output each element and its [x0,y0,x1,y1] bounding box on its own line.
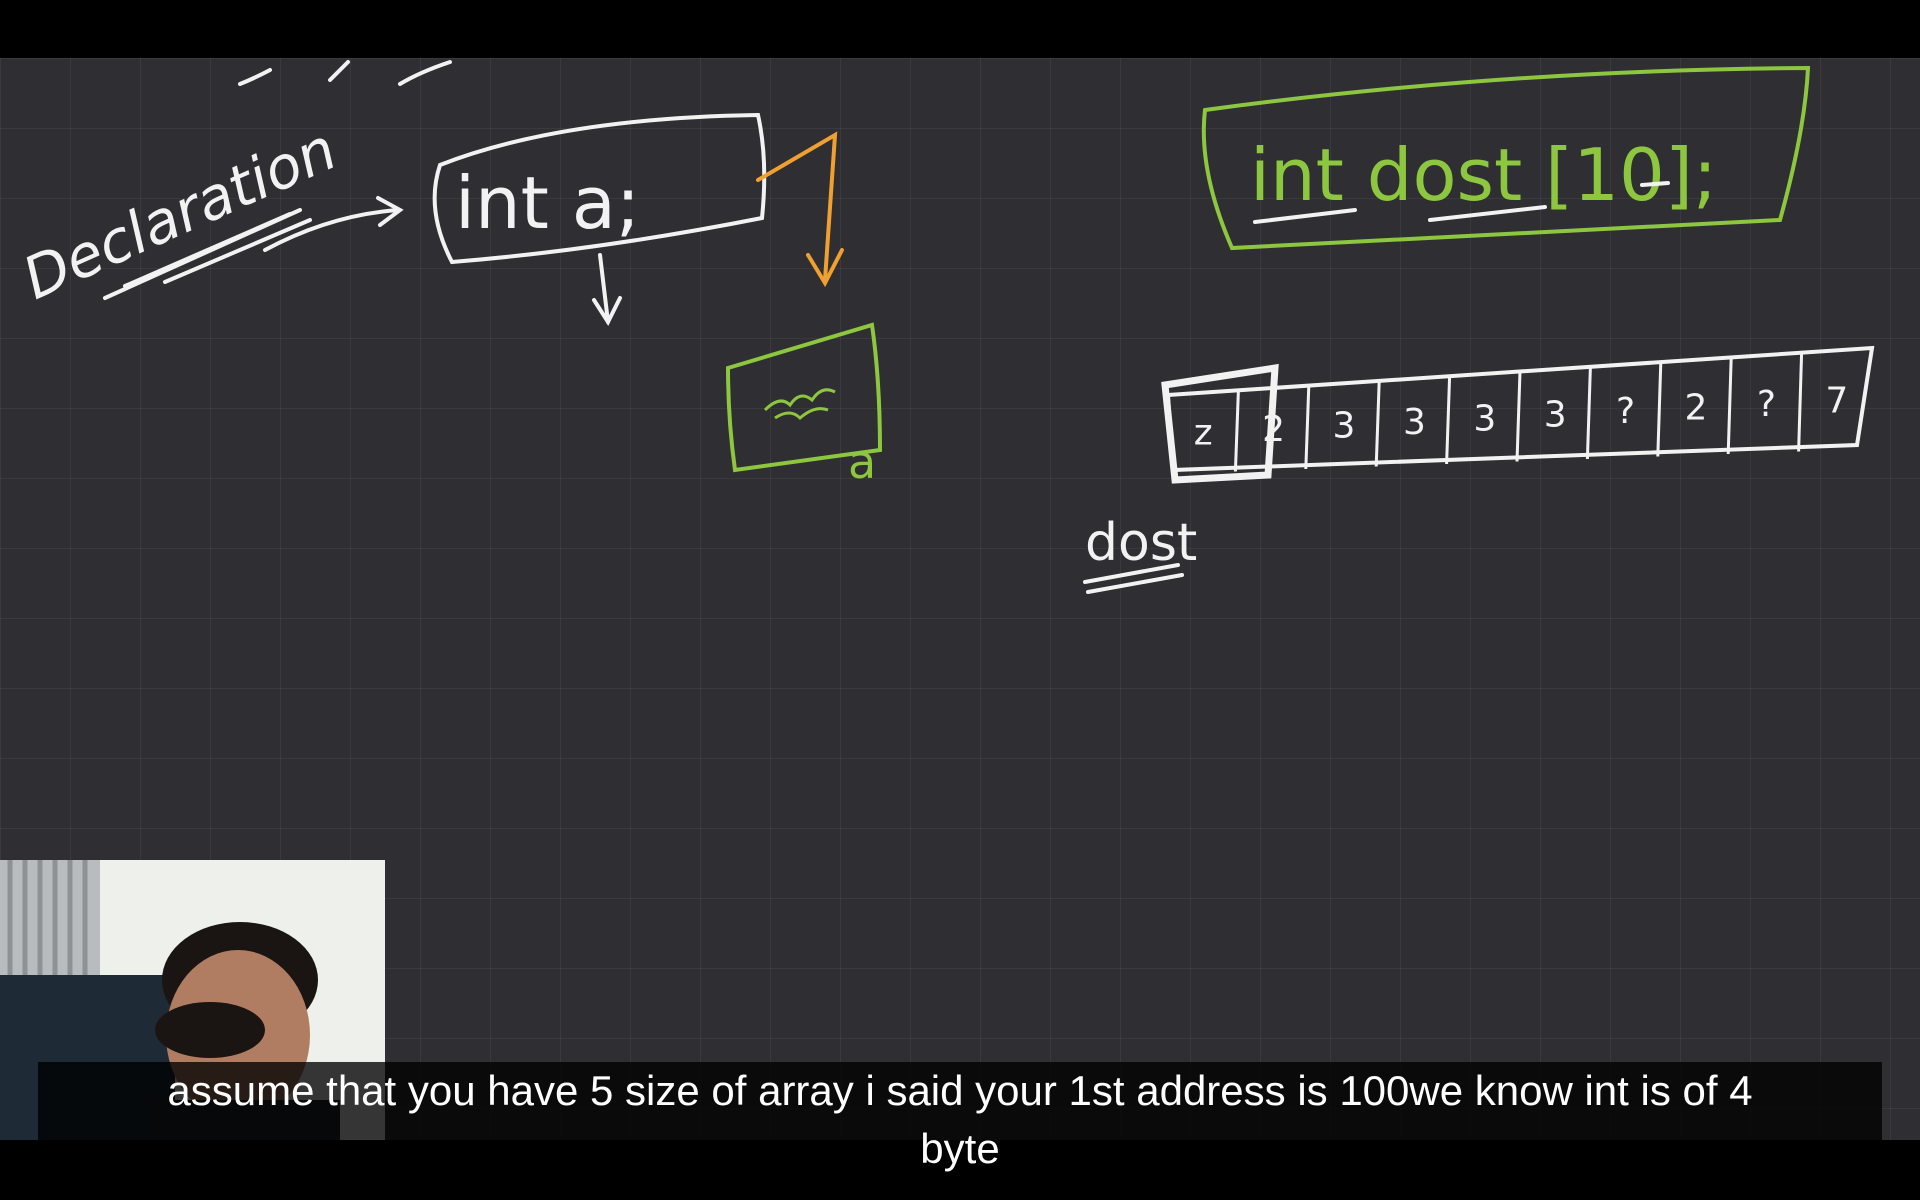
array-cell-divider [1445,376,1452,465]
array-cell-divider [1726,357,1733,455]
caption: assume that you have 5 size of array i s… [38,1062,1882,1178]
array-cell-value: 3 [1473,398,1496,439]
array-cell-divider [1304,385,1311,470]
array-cell-divider [1374,380,1381,467]
array-cell-divider [1585,366,1592,460]
bottom-black-bar [0,1140,1920,1200]
declaration-arrow [263,196,404,252]
array-cell-value: 3 [1403,402,1426,443]
array-label: dost [1085,513,1197,573]
code-left-text: int a; [455,161,640,245]
memory-garbage-scribble [763,388,836,421]
array-cell-divider [1233,390,1240,472]
array-cell-value: 2 [1685,388,1708,429]
caption-line-1: assume that you have 5 size of array i s… [167,1067,1753,1114]
array-first-highlight [1161,363,1279,484]
code-right-underlines [1253,181,1670,224]
array-label-underline [1083,563,1184,594]
array-cell-value: z [1194,413,1213,454]
code-right-text: int dost [10]; [1250,133,1717,217]
array-cell-value: 3 [1544,395,1567,436]
down-arrow-icon [592,253,622,327]
array-cell-divider [1515,371,1522,462]
code-box-left [432,112,767,265]
caption-background [38,1062,1882,1140]
array-cell-value: 3 [1333,406,1356,447]
declaration-underline [103,208,312,300]
code-box-right [1201,65,1811,251]
memory-box [725,322,883,473]
top-black-bar [0,0,1920,58]
orange-arrow-icon [756,131,844,288]
memory-label: a [848,435,876,489]
caption-line-2: byte [920,1125,1000,1172]
array-cell-value: ? [1616,391,1635,432]
array-cell-value: 7 [1825,380,1848,421]
array-cell-value: ? [1757,384,1776,425]
array-cell-divider [1656,362,1663,457]
top-scribbles [238,60,452,86]
whiteboard-canvas [0,58,1920,1200]
array-cell-divider [1797,352,1804,452]
